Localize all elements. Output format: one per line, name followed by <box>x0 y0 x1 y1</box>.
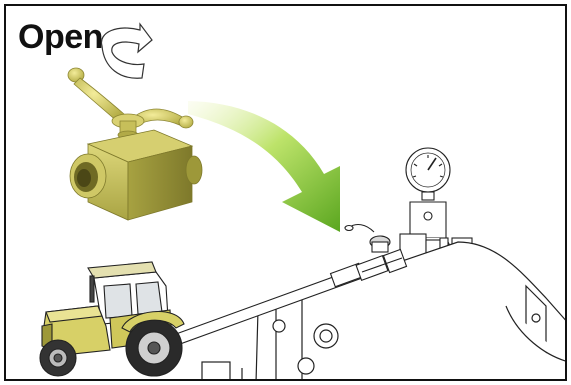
direction-arrow-icon <box>188 101 340 232</box>
tank-body <box>201 241 565 379</box>
rotate-arrow-icon <box>100 22 153 79</box>
tractor-icon <box>39 261 185 377</box>
valve-handle <box>67 67 194 140</box>
instruction-illustration: Open <box>4 4 567 381</box>
gauge-icon <box>400 147 451 247</box>
illustration-canvas <box>39 22 565 379</box>
open-label: Open <box>18 18 103 56</box>
valve-icon <box>67 67 203 221</box>
